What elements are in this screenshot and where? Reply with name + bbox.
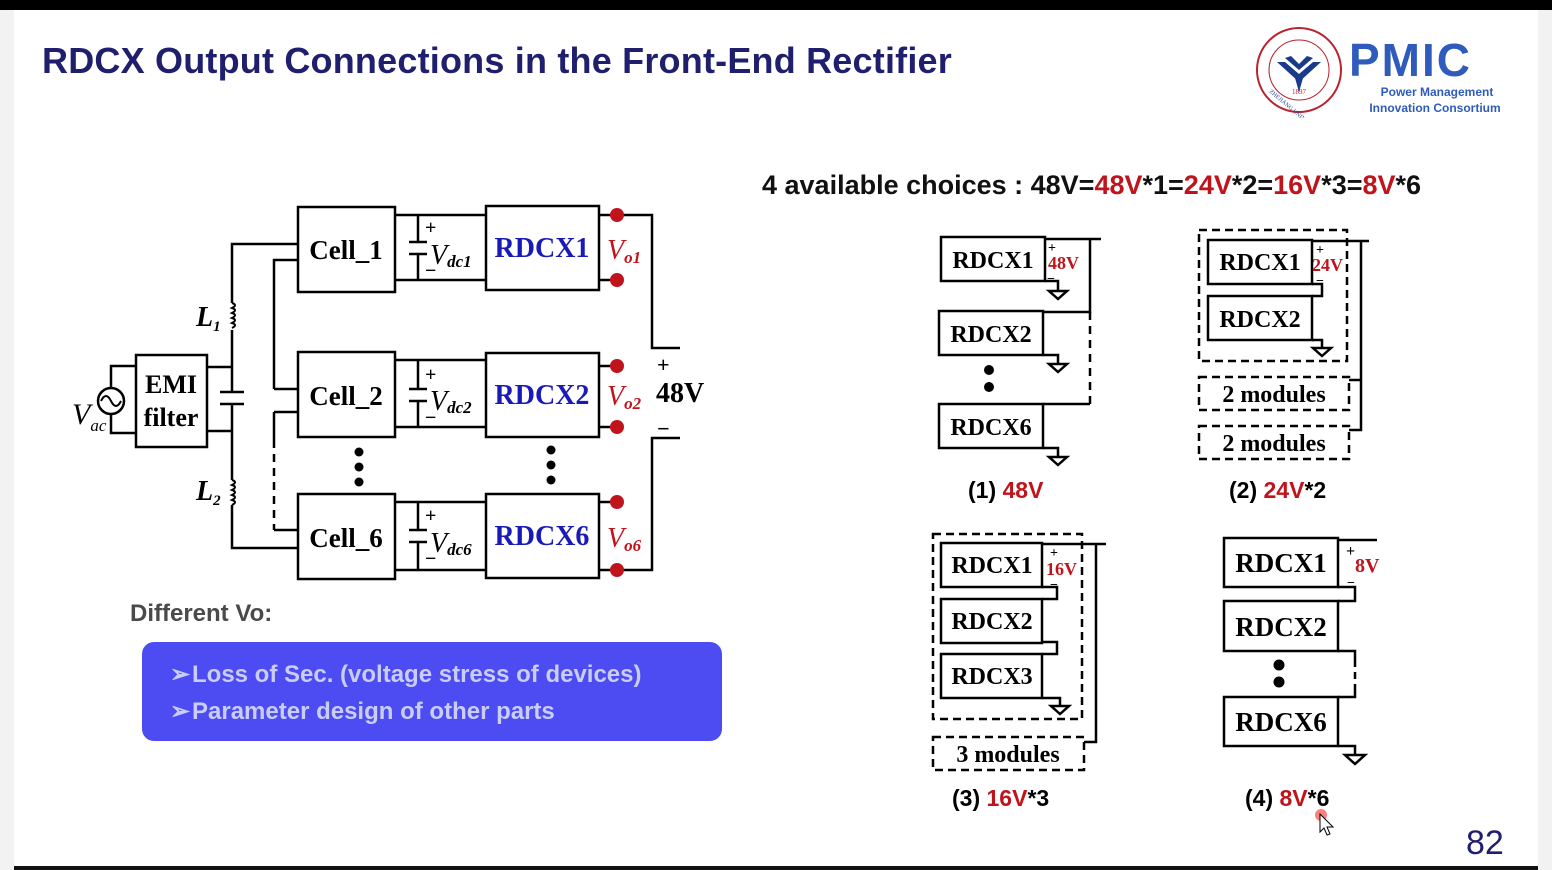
logo: 1897 ZHEJIANG UNIVERSITY PMIC Power Mana…	[1256, 27, 1501, 118]
svg-text:1897: 1897	[1292, 88, 1307, 96]
notes-box: ➢Loss of Sec. (voltage stress of devices…	[142, 642, 722, 741]
slide-title: RDCX Output Connections in the Front-End…	[42, 40, 952, 81]
page-number: 82	[1466, 824, 1504, 862]
svg-text:Innovation Consortium: Innovation Consortium	[1369, 101, 1500, 115]
zju-emblem-icon: 1897 ZHEJIANG UNIVERSITY	[1256, 27, 1342, 118]
choices-line: 4 available choices : 48V=48V*1=24V*2=16…	[762, 170, 1422, 200]
pmic-brand: PMIC	[1349, 34, 1472, 86]
svg-text:Power Management: Power Management	[1381, 85, 1494, 99]
note-item: ➢Parameter design of other parts	[170, 698, 555, 725]
top-bar	[0, 0, 1552, 10]
notes-heading: Different Vo:	[130, 600, 273, 627]
mouse-pointer-icon	[1315, 809, 1335, 836]
arrow-bullet-icon: ➢	[170, 661, 191, 688]
note-item: ➢Loss of Sec. (voltage stress of devices…	[170, 661, 642, 688]
arrow-bullet-icon: ➢	[170, 698, 191, 725]
bottom-bar	[14, 866, 1538, 870]
